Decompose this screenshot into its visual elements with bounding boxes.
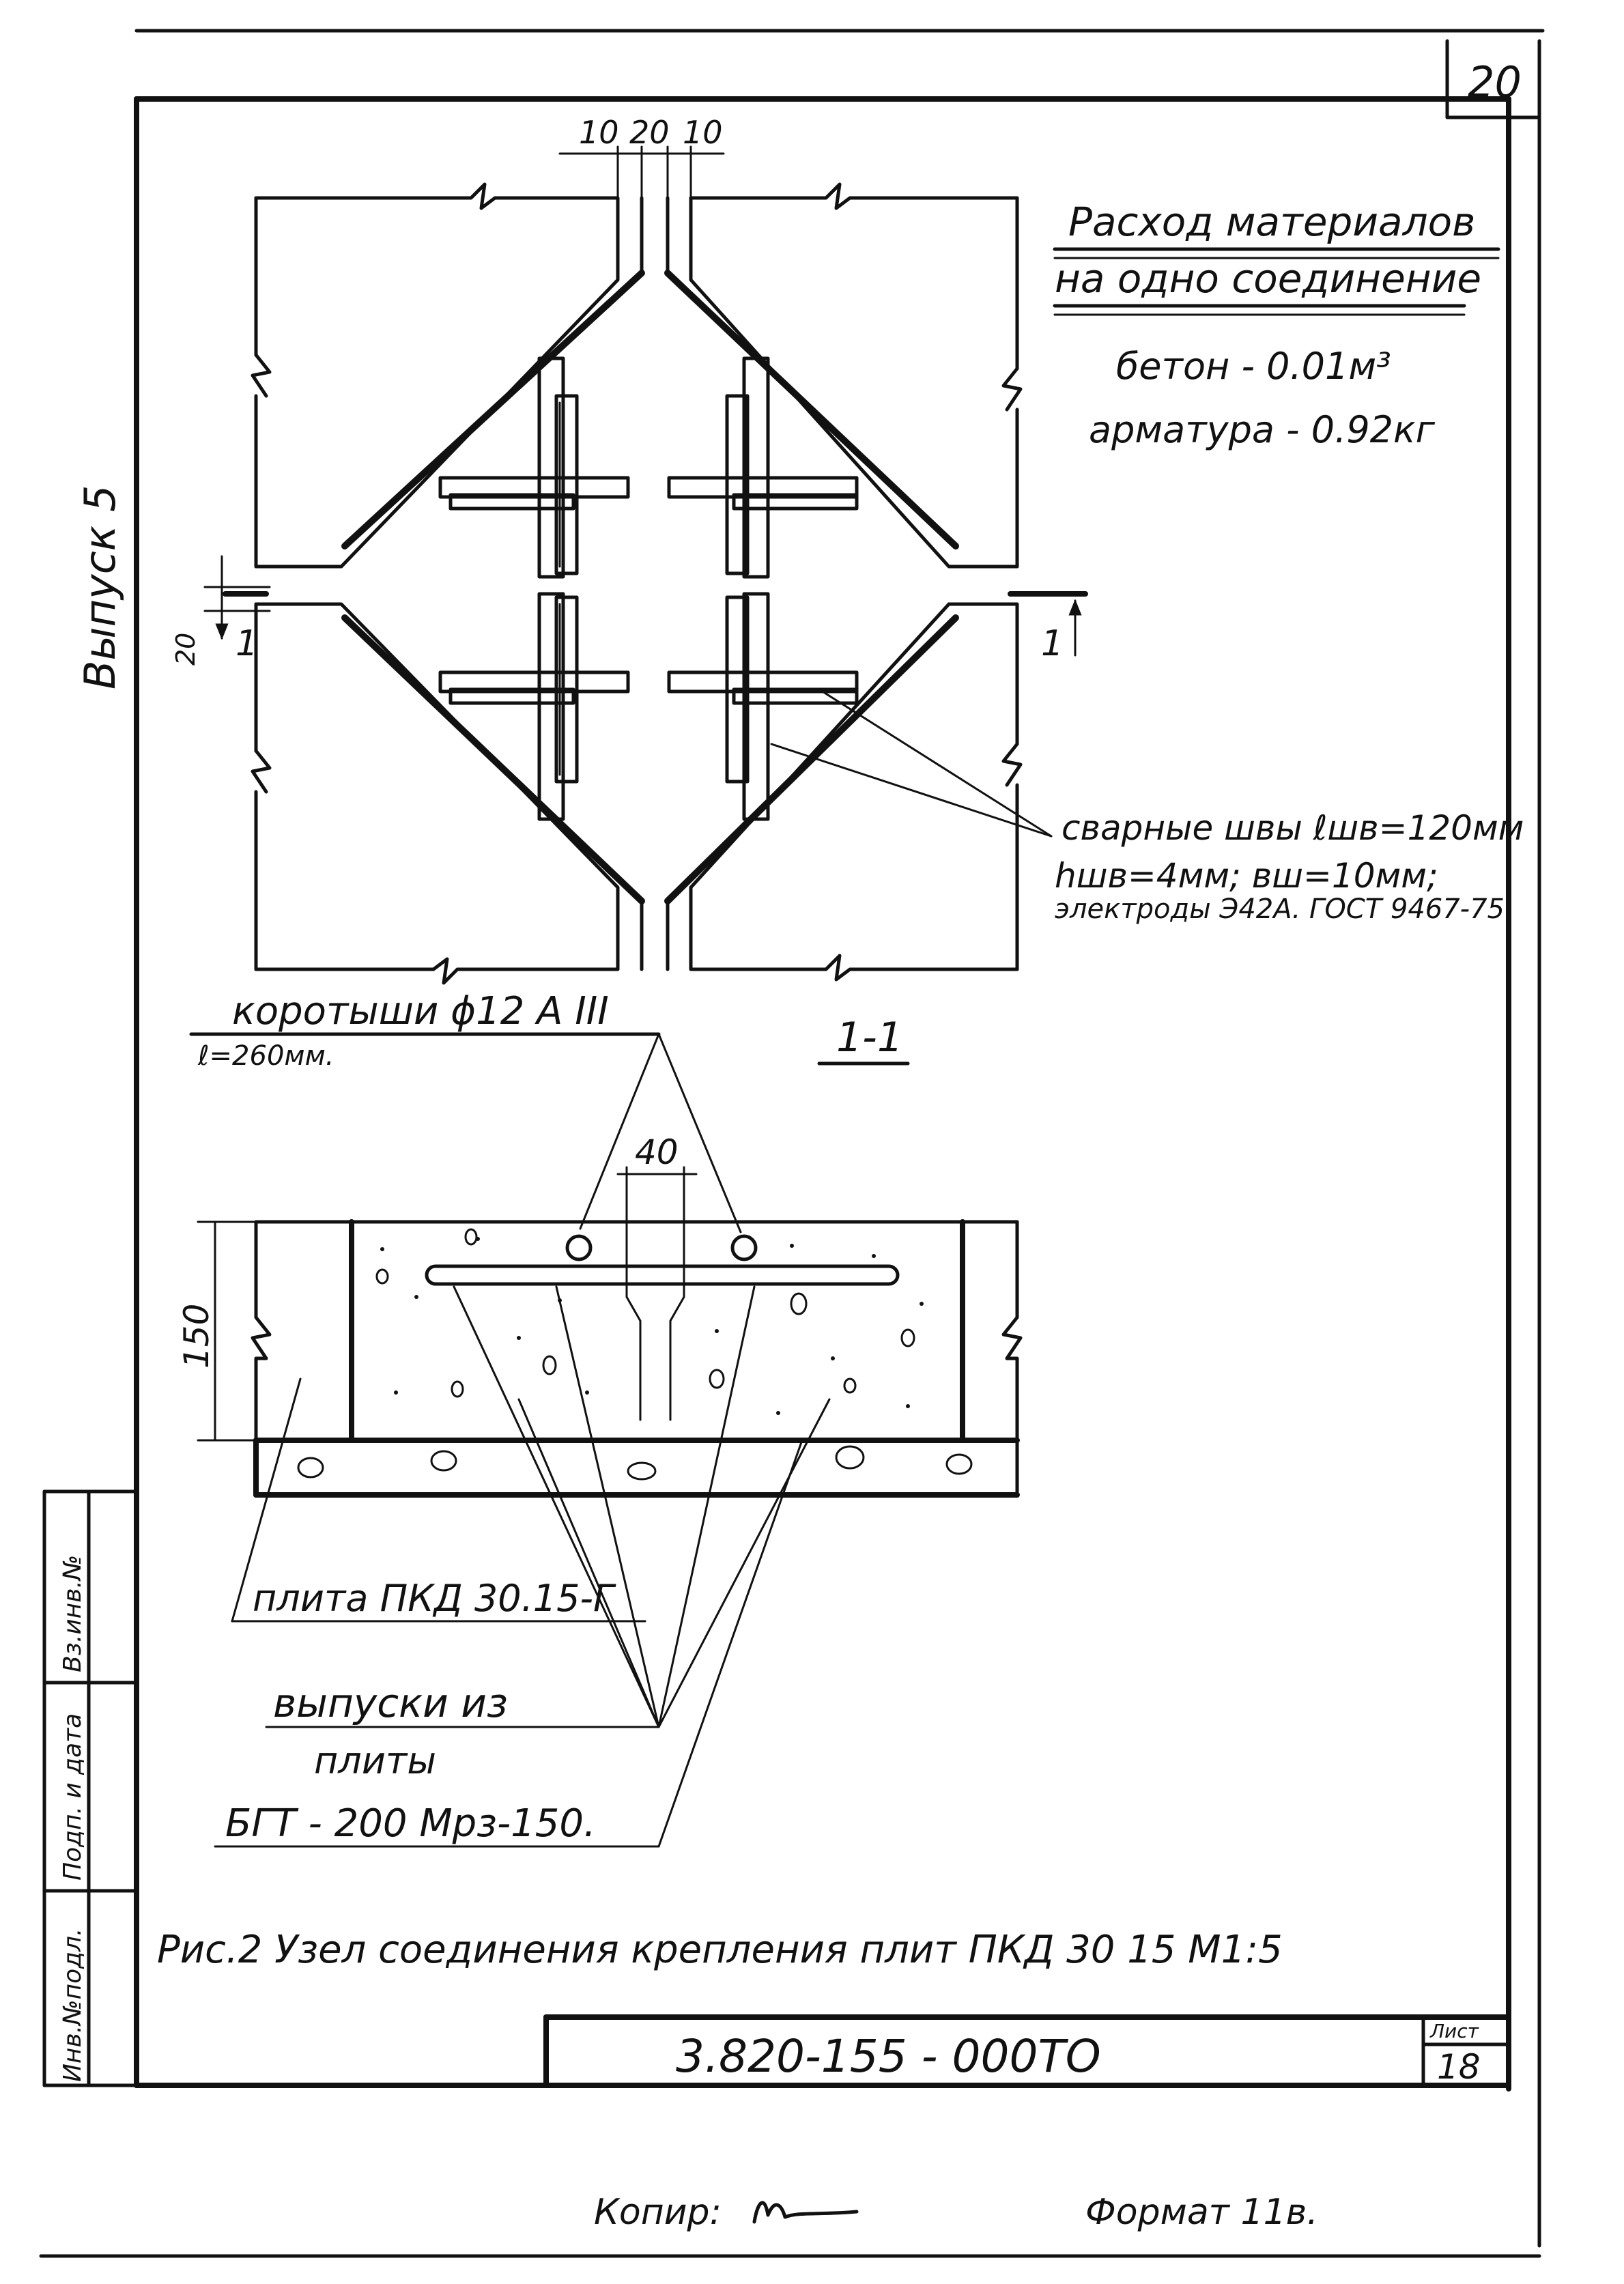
sheet-frame: [39, 29, 1545, 2258]
top-dim-3: 10: [683, 114, 723, 151]
section-mark-left: 1: [236, 623, 258, 664]
page-number-box: 20: [1445, 39, 1541, 119]
top-dim-1: 10: [579, 114, 619, 151]
figure-caption: Рис.2 Узел соединения крепления плит ПКД…: [157, 1928, 1283, 1972]
sheet-number: 18: [1437, 2047, 1481, 2087]
weld-note-1: сварные швы ℓшв=120мм: [1062, 808, 1524, 848]
bars-length: ℓ=260мм.: [197, 1040, 334, 1072]
upper-slabs: [251, 182, 1023, 569]
concrete-grade: БГТ - 200 Мрз-150.: [225, 1801, 596, 1846]
materials-concrete: бетон - 0.01м³: [1116, 345, 1391, 388]
plan-view: 10 20 10: [171, 114, 1524, 985]
gap-dim: 20: [171, 633, 201, 666]
drawing-code: 3.820-155 - 000ТО: [676, 2030, 1101, 2083]
rebar-left: [537, 356, 579, 821]
dim-40: 40: [635, 1132, 679, 1172]
format-label: Формат 11в.: [1085, 2192, 1318, 2233]
section-title: 1-1: [836, 1014, 903, 1061]
sheet-label: Лист: [1429, 2020, 1479, 2042]
copy-signature: [752, 2201, 859, 2224]
stamp-label-vzinv: Вз.инв.№: [59, 1555, 87, 1672]
top-dim-2: 20: [629, 114, 670, 151]
outlets-label-1: выпуски из: [273, 1680, 508, 1726]
horizontal-bars-upper: [438, 476, 859, 511]
weld-note-3: электроды Э42А. ГОСТ 9467-75: [1055, 894, 1505, 925]
concrete-pebbles: [375, 1228, 915, 1398]
copy-label: Копир:: [594, 2192, 722, 2233]
materials-title-1: Расход материалов: [1068, 199, 1475, 245]
section-view: 1-1 коротыши ϕ12 А III ℓ=260мм. 40 150: [177, 989, 1023, 1848]
stamp-label-sign: Подп. и дата: [59, 1713, 87, 1881]
bars-label: коротыши ϕ12 А III: [232, 989, 609, 1033]
page-number: 20: [1468, 57, 1522, 107]
weld-note-2: hшв=4мм; вш=10мм;: [1055, 856, 1438, 896]
stamp-columns: Инв.№подл. Подп. и дата Вз.инв.№: [42, 1489, 139, 2087]
rebar-right: [725, 356, 770, 821]
title-block: Лист 18 3.820-155 - 000ТО: [543, 2014, 1511, 2088]
dim-150: 150: [177, 1304, 216, 1369]
lower-slabs: [251, 602, 1023, 985]
materials-title-2: на одно соединение: [1055, 255, 1481, 302]
horizontal-bars-lower: [438, 670, 859, 705]
section-mark-right: 1: [1041, 623, 1064, 664]
materials-note: Расход материалов на одно соединение бет…: [1053, 199, 1500, 451]
issue-label: Выпуск 5: [75, 485, 125, 689]
concrete-texture: [380, 1237, 924, 1415]
outlets-label-2: плиты: [314, 1739, 436, 1782]
materials-rebar: арматура - 0.92кг: [1089, 408, 1436, 451]
base-slab-pebbles: [297, 1445, 973, 1481]
stamp-label-inv: Инв.№подл.: [59, 1928, 87, 2082]
slab-label: плита ПКД 30.15-Г: [253, 1577, 616, 1620]
